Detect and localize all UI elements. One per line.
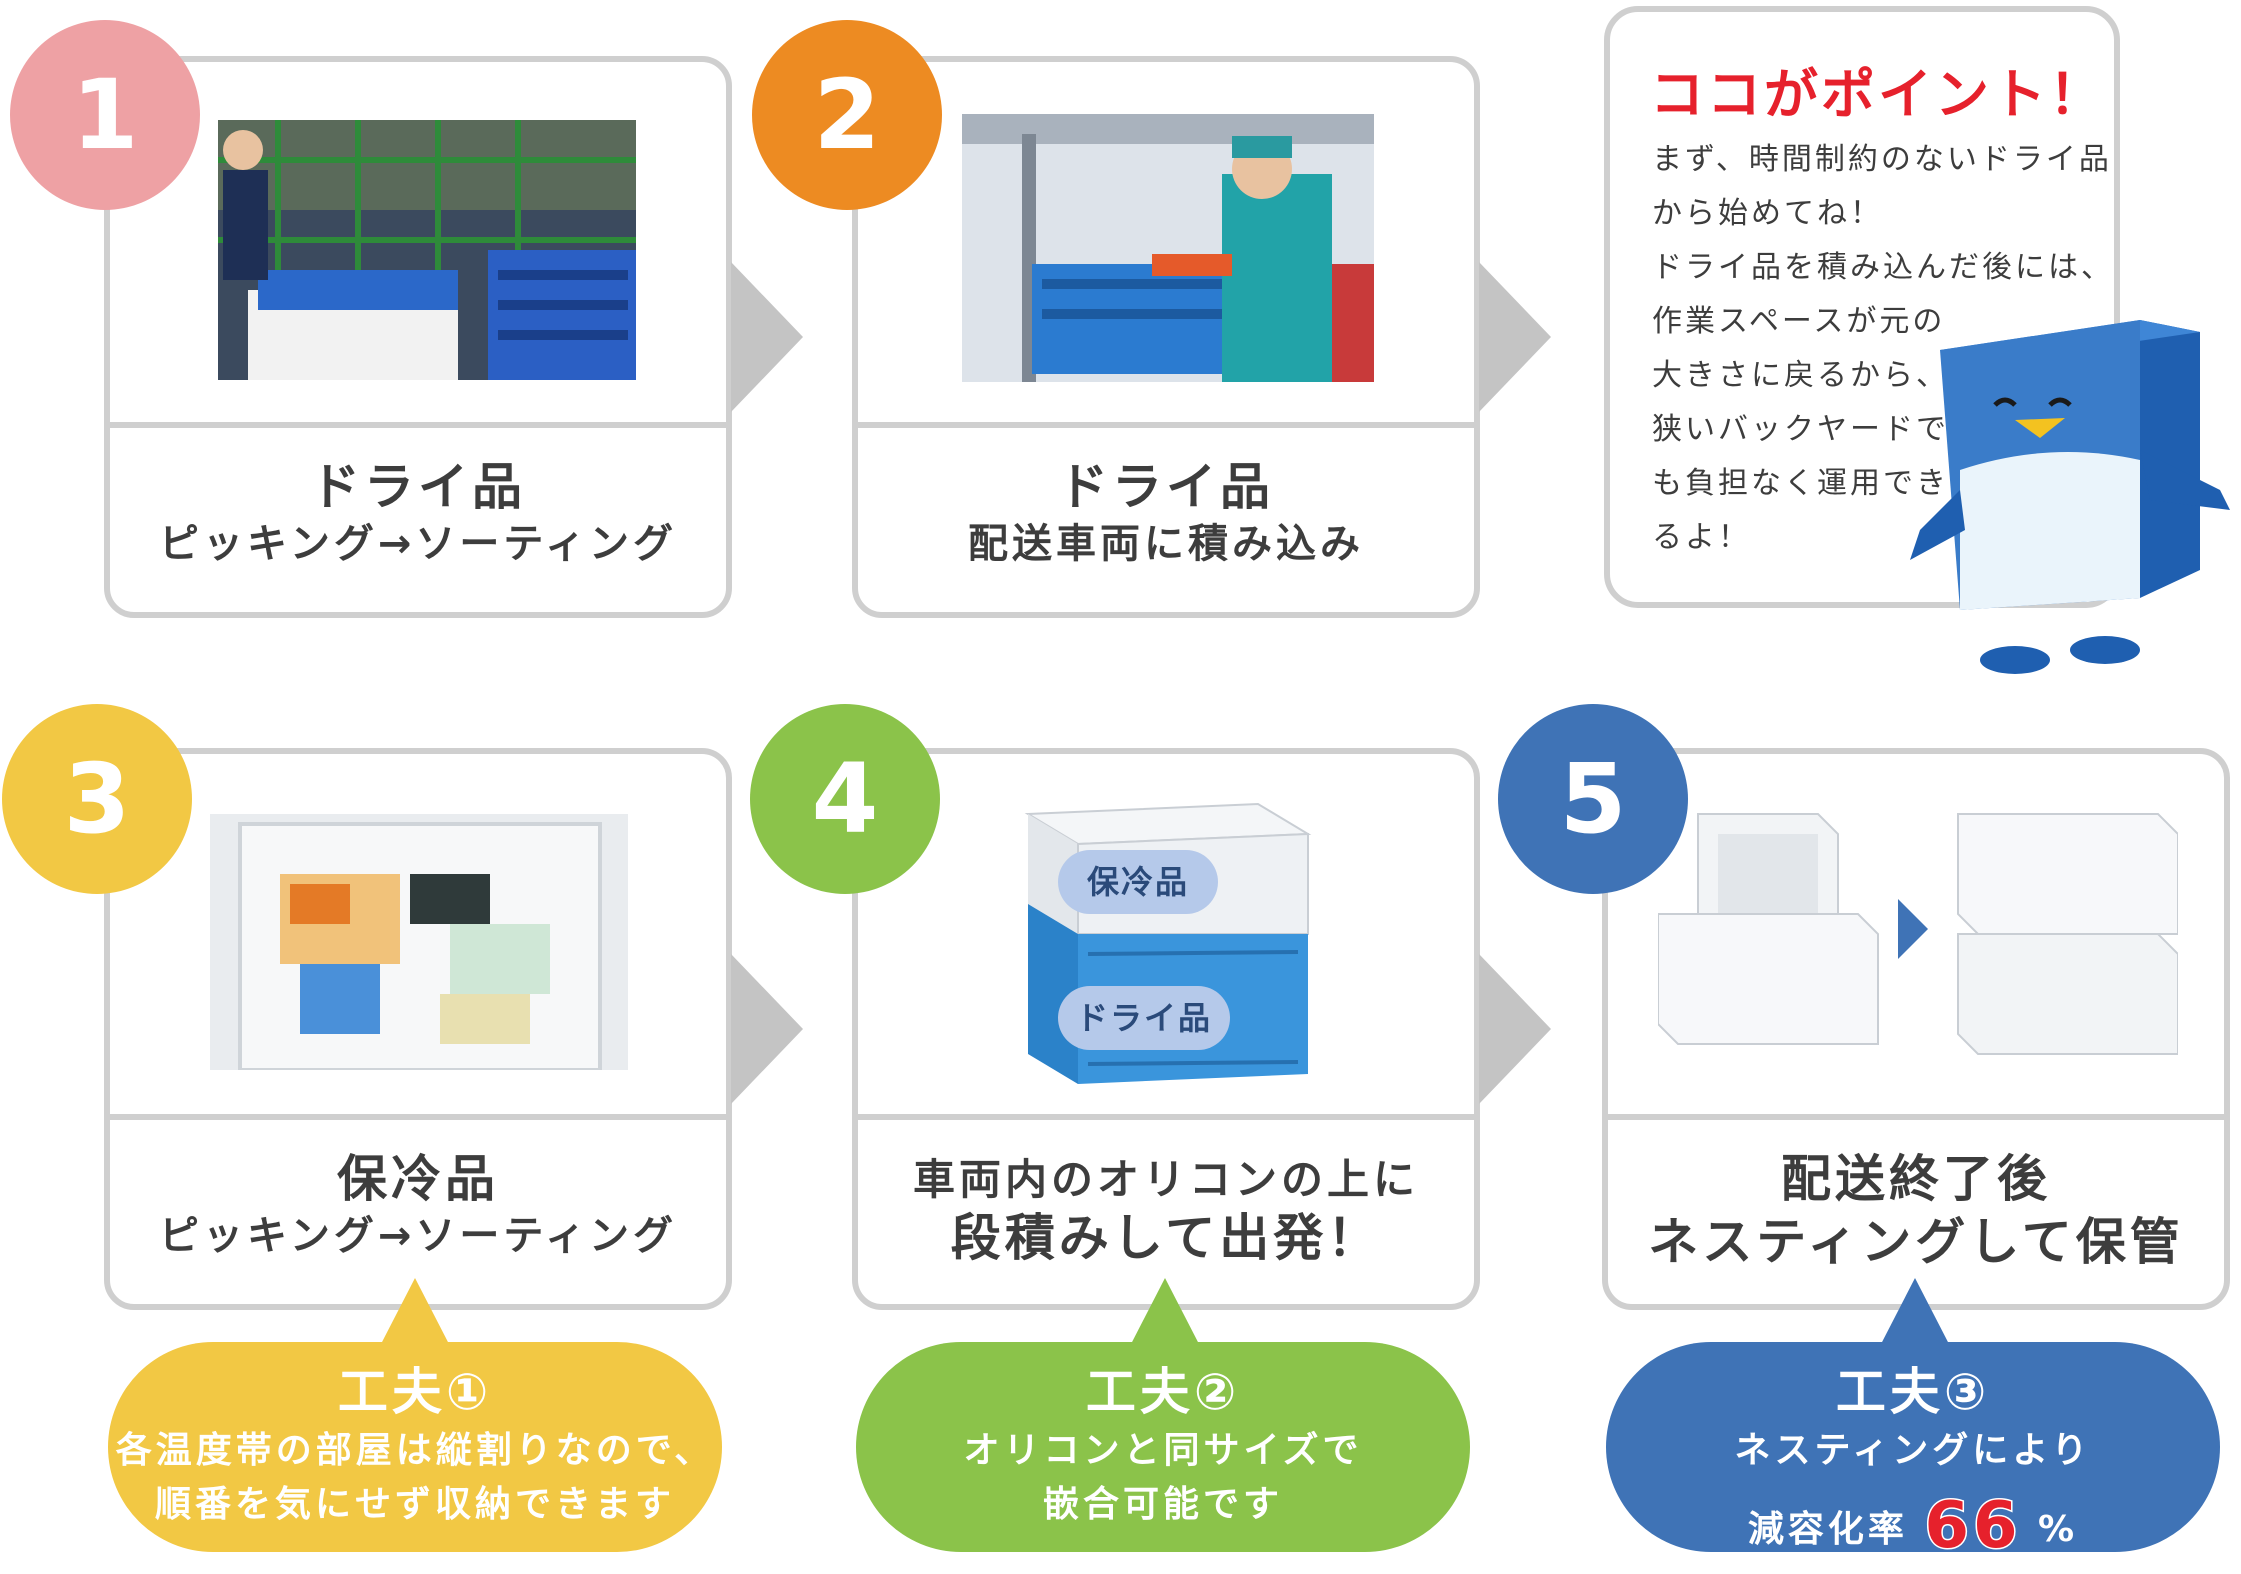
step-5-photo [1658,804,2178,1064]
step-1-card: ドライ品 ピッキング→ソーティング [104,56,732,618]
step-3-card: 保冷品 ピッキング→ソーティング [104,748,732,1310]
tip-3-line: ネスティングにより [1734,1430,2092,1471]
step-3-title: 保冷品 [337,1150,499,1208]
point-line: 作業スペースが元の [1652,304,1946,339]
step-1-photo [218,120,636,380]
tip-2-title: 工夫② [1085,1363,1241,1421]
step-2-subtitle: 配送車両に積み込み [968,520,1364,567]
cold-box-illustration [210,814,628,1070]
step-5-card: 配送終了後 ネスティングして保管 [1602,748,2230,1310]
point-line: 大きさに戻るから、 [1652,358,1949,393]
point-line: から始めてね！ [1652,196,1883,231]
step-3-subtitle: ピッキング→ソーティング [159,1212,677,1259]
step-1-badge: 1 [10,20,200,210]
step-5-subtitle: ネスティングして保管 [1648,1212,2184,1271]
tip-1-line: 各温度帯の部屋は縦割りなので、 [115,1430,715,1471]
truck-loading-illustration [962,114,1374,382]
step-2-card: ドライ品 配送車両に積み込み [852,56,1480,618]
point-line: るよ！ [1652,520,1751,555]
bubble-pointer [380,1278,450,1346]
cold-label-tag: 保冷品 [1058,850,1218,914]
step-2-photo [962,114,1374,382]
tip-3-bubble: 工夫③ ネスティングにより 減容化率 66 % [1606,1342,2220,1565]
step-4-title: 車両内のオリコンの上に [912,1155,1419,1204]
warehouse-picking-illustration [218,120,636,380]
tip-1-bubble: 工夫① 各温度帯の部屋は縦割りなので、 順番を気にせず収納できます [108,1342,722,1552]
step-3-photo [210,814,628,1070]
step-5-title: 配送終了後 [1781,1150,2051,1208]
flow-arrow-icon [731,262,803,412]
point-title: ココがポイント！ [1650,63,2106,126]
bubble-pointer [1130,1278,1200,1346]
dry-label-tag: ドライ品 [1058,986,1230,1050]
tip-2-line: 嵌合可能です [1042,1484,1283,1525]
tip-2-line: オリコンと同サイズで [963,1430,1363,1471]
step-2-title: ドライ品 [1058,458,1274,516]
tip-1-line: 順番を気にせず収納できます [154,1484,675,1525]
tip-3-unit: % [2038,1509,2079,1550]
flow-arrow-icon [1479,954,1551,1104]
step-1-title: ドライ品 [310,458,526,516]
tip-2-bubble: 工夫② オリコンと同サイズで 嵌合可能です [856,1342,1470,1552]
nested-box-illustration [1658,813,2178,1055]
tip-3-prefix: 減容化率 [1747,1509,1908,1550]
step-4-subtitle: 段積みして出発！ [950,1208,1382,1267]
step-2-badge: 2 [752,20,942,210]
point-line: 狭いバックヤードで [1652,412,1949,447]
flow-arrow-icon [1479,262,1551,412]
penguin-mascot-icon [1910,320,2230,674]
tip-1-title: 工夫① [337,1363,493,1421]
flow-arrow-icon [731,954,803,1104]
step-5-badge: 5 [1498,704,1688,894]
step-4-badge: 4 [750,704,940,894]
point-line: も負担なく運用でき [1652,466,1949,501]
step-3-badge: 3 [2,704,192,894]
step-1-subtitle: ピッキング→ソーティング [159,520,677,567]
point-line: まず、時間制約のないドライ品 [1652,142,2112,177]
bubble-pointer [1880,1278,1950,1346]
point-line: ドライ品を積み込んだ後には、 [1652,250,2114,285]
tip-3-value: 66 [1923,1488,2022,1565]
step-4-card: 保冷品 ドライ品 車両内のオリコンの上に 段積みして出発！ [852,748,1480,1310]
tip-3-title: 工夫③ [1835,1363,1991,1421]
